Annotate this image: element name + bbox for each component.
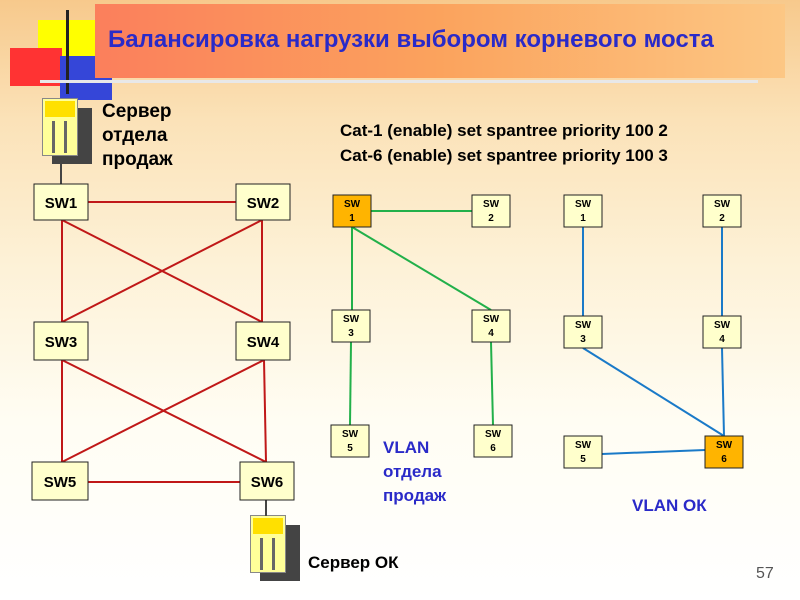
vlan-ok-switch-2: SW 2 [702, 194, 742, 228]
switch-sw1: SW1 [33, 183, 89, 221]
switch-label: SW [483, 199, 500, 210]
switch-label: SW5 [44, 474, 77, 491]
switch-label: SW [575, 199, 592, 210]
slide-title: Балансировка нагрузки выбором корневого … [108, 26, 714, 53]
switch-number: 5 [580, 454, 586, 465]
switch-number: 3 [580, 334, 586, 345]
server-ok-icon [250, 515, 300, 581]
link-sw1-sw4 [351, 226, 492, 311]
switch-label: SW1 [45, 195, 78, 212]
link-sw2-sw3 [61, 219, 263, 323]
vlan-ok-switch-1: SW 1 [563, 194, 603, 228]
vlan-ok-switch-6: SW 6 [704, 435, 744, 469]
full-topology-links [61, 201, 267, 483]
title-band [95, 4, 785, 78]
link-sw4-sw6 [263, 359, 267, 463]
switch-label: SW [483, 314, 500, 325]
server-sales-icon [42, 98, 92, 164]
vlan-sales-label-line: VLAN [383, 438, 430, 457]
switch-label: SW [714, 320, 731, 331]
vlan-sales-switch-6: SW 6 [473, 424, 513, 458]
switch-label: SW [575, 320, 592, 331]
decor-vertical-line [66, 10, 69, 94]
switch-number: 2 [719, 213, 725, 224]
switch-label: SW6 [251, 474, 284, 491]
vlan-ok-label: VLAN ОК [632, 496, 707, 515]
switch-label: SW [343, 314, 360, 325]
link-sw4-sw6 [721, 347, 725, 437]
switch-number: 3 [348, 328, 354, 339]
switch-label: SW [344, 199, 361, 210]
page-number: 57 [756, 565, 774, 582]
switch-sw5: SW5 [31, 461, 89, 501]
vlan-ok-links [582, 227, 725, 455]
vlan-sales-links [349, 210, 494, 426]
switch-sw4: SW4 [235, 321, 291, 361]
server-sales-label-line: Сервер [102, 101, 172, 122]
switch-label: SW [714, 199, 731, 210]
command-line-2: Cat-6 (enable) set spantree priority 100… [340, 146, 668, 165]
vlan-sales-switch-5: SW 5 [330, 424, 370, 458]
switch-label: SW [716, 440, 733, 451]
link-sw5-sw6 [601, 449, 706, 455]
link-sw4-sw6 [490, 341, 494, 426]
switch-label: SW [575, 440, 592, 451]
vlan-ok-switch-3: SW 3 [563, 315, 603, 349]
vlan-sales-label-line: продаж [383, 486, 447, 505]
switch-label: SW [485, 429, 502, 440]
server-sales-label-line: отдела [102, 125, 168, 146]
link-sw3-sw5 [349, 341, 352, 426]
vlan-sales-label-line: отдела [383, 462, 442, 481]
switch-sw3: SW3 [33, 321, 89, 361]
switch-number: 1 [580, 213, 586, 224]
decor-red-square [10, 48, 62, 86]
vlan-sales-switch-4: SW 4 [471, 309, 511, 343]
switch-number: 4 [488, 328, 494, 339]
switch-number: 2 [488, 213, 494, 224]
switch-sw2: SW2 [235, 183, 291, 221]
switch-label: SW3 [45, 334, 78, 351]
vlan-ok-switch-4: SW 4 [702, 315, 742, 349]
vlan-sales-switch-1: SW 1 [332, 194, 372, 228]
vlan-sales-switch-2: SW 2 [471, 194, 511, 228]
switch-number: 6 [721, 454, 727, 465]
server-ok-label: Сервер ОК [308, 553, 399, 572]
switch-number: 1 [349, 213, 355, 224]
server-sales-label: Сервер отдела продаж [102, 100, 173, 172]
vlan-ok-switch-5: SW 5 [563, 435, 603, 469]
switch-label: SW2 [247, 195, 280, 212]
switch-label: SW4 [247, 334, 280, 351]
switch-label: SW [342, 429, 359, 440]
vlan-sales-label: VLAN отдела продаж [383, 436, 446, 508]
switch-number: 4 [719, 334, 725, 345]
server-sales-label-line: продаж [102, 149, 173, 170]
title-underline [40, 80, 758, 83]
command-line-1: Cat-1 (enable) set spantree priority 100… [340, 121, 668, 140]
switch-sw6: SW6 [239, 461, 295, 501]
switch-number: 5 [347, 443, 353, 454]
vlan-sales-switch-3: SW 3 [331, 309, 371, 343]
link-sw3-sw6 [582, 347, 725, 437]
link-sw4-sw5 [61, 359, 265, 463]
switch-number: 6 [490, 443, 496, 454]
